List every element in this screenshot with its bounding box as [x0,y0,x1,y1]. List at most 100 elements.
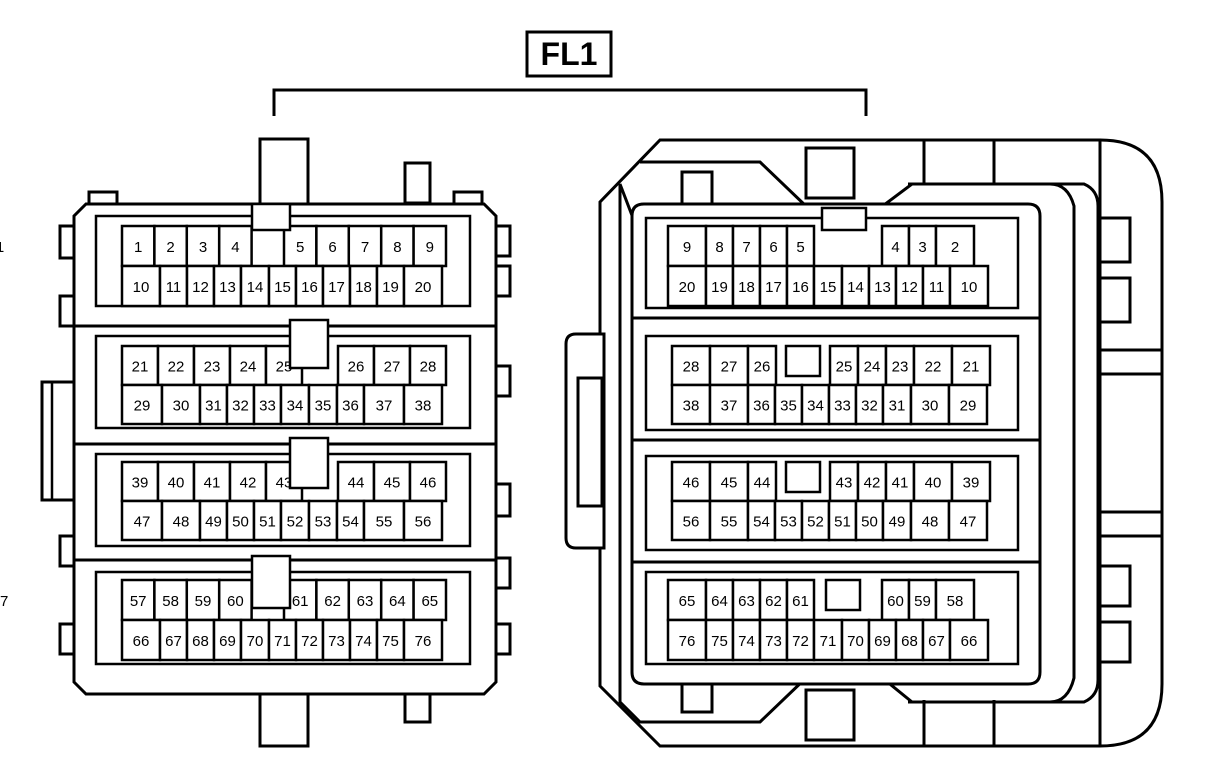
right-pin-number: 73 [765,633,782,650]
right-pin-number: 65 [679,593,696,610]
left-pin-number: 38 [415,398,432,415]
right-pin-number: 11 [929,279,945,296]
right-pin-number: 63 [738,593,755,610]
right-pin-number: 27 [721,359,738,376]
right-pin-number: 66 [961,633,978,650]
right-pin-number: 4 [891,239,899,256]
left-pin-number: 29 [134,398,151,415]
right-pin-number: 54 [753,514,770,531]
right-pin-cell [921,264,952,308]
right-pin-number: 25 [836,359,853,376]
left-pin-number: 75 [382,633,399,650]
label-box [525,30,613,78]
left-pin-cell [198,383,229,426]
right-pin-number: 36 [753,398,770,415]
right-pin-number: 23 [892,359,909,376]
keyway [288,318,330,370]
left-pin-number: 45 [384,475,401,492]
right-pin-cell [880,578,911,622]
right-pin-cell [950,460,992,503]
right-pin-number: 22 [925,359,942,376]
right-pin-cell [670,383,712,426]
row-frame [644,334,1020,432]
right-pin-number: 40 [925,475,942,492]
right-pin-cell [785,264,816,308]
keyway [824,578,862,612]
left-pin-number: 13 [219,279,236,296]
right-pin-cell [840,618,871,662]
keyway [250,202,292,232]
left-pin-number: 67 [165,633,182,650]
right-pin-number: 50 [861,514,878,531]
right-pin-number: 75 [711,633,728,650]
left-pin-number: 65 [421,593,438,610]
left-pin-number: 39 [132,475,149,492]
right-pin-cell [773,499,804,542]
left-pin-cell [362,383,406,426]
right-pin-number: 56 [683,514,700,531]
left-pin-number: 69 [219,633,236,650]
left-pin-cell [212,264,243,308]
right-pin-number: 26 [754,359,771,376]
right-pin-cell [785,618,816,662]
left-pin-number: 10 [133,279,150,296]
left-pin-number: 64 [389,593,406,610]
left-pin-number: 54 [342,514,359,531]
left-pin-cell [228,460,268,503]
right-pin-cell [856,460,888,503]
right-pin-cell [666,264,708,308]
left-pin-number: 55 [376,514,393,531]
right-pin-number: 34 [807,398,824,415]
right-pin-cell [881,499,913,542]
keyway [250,554,292,610]
left-pin-number: 44 [348,475,365,492]
right-pin-cell [856,344,888,387]
left-pin-number: 7 [361,239,369,256]
right-row-4: 6564636261605958577675747372717069686766 [0,570,1020,666]
row-frame [94,334,472,430]
right-pin-number: 7 [742,239,750,256]
left-pin-number: 36 [342,398,359,415]
right-pin-cell [934,224,976,268]
right-pin-cell [909,499,951,542]
left-pin-number: 40 [168,475,185,492]
left-pin-cell [252,499,283,542]
left-pin-number: 34 [287,398,304,415]
left-pin-number: 14 [247,279,264,296]
left-pin-cell [402,264,444,308]
right-pin-cell [921,618,952,662]
left-pin-cell [120,499,164,542]
left-pin-cell [120,383,164,426]
right-pin-number: 45 [721,475,738,492]
left-pin-number: 5 [296,239,304,256]
left-pin-cell [192,460,232,503]
left-pin-number: 74 [355,633,372,650]
right-pin-cell [950,344,992,387]
right-pin-cell [947,383,989,426]
left-pin-number: 21 [132,359,149,376]
right-pin-cell [827,499,858,542]
right-pin-number: 37 [721,398,738,415]
right-pin-layout: 9876543212019181716151413121110282726252… [0,206,1020,666]
right-pin-number: 57 [0,593,8,610]
left-pin-number: 25 [276,359,293,376]
left-pin-number: 6 [328,239,336,256]
right-pin-number: 76 [679,633,696,650]
left-pin-number: 9 [426,239,434,256]
left-pin-number: 50 [232,514,249,531]
left-pin-number: 66 [133,633,150,650]
right-pin-number: 46 [683,475,700,492]
left-pin-cell [185,618,216,662]
right-pin-number: 48 [922,514,939,531]
left-pin-cell [279,383,311,426]
left-pin-number: 51 [259,514,276,531]
right-pin-cell [854,499,885,542]
right-pin-cell [704,264,735,308]
left-pin-number: 53 [315,514,332,531]
right-pin-number: 13 [874,279,891,296]
right-pin-number: 70 [847,633,864,650]
right-pin-number: 47 [960,514,977,531]
